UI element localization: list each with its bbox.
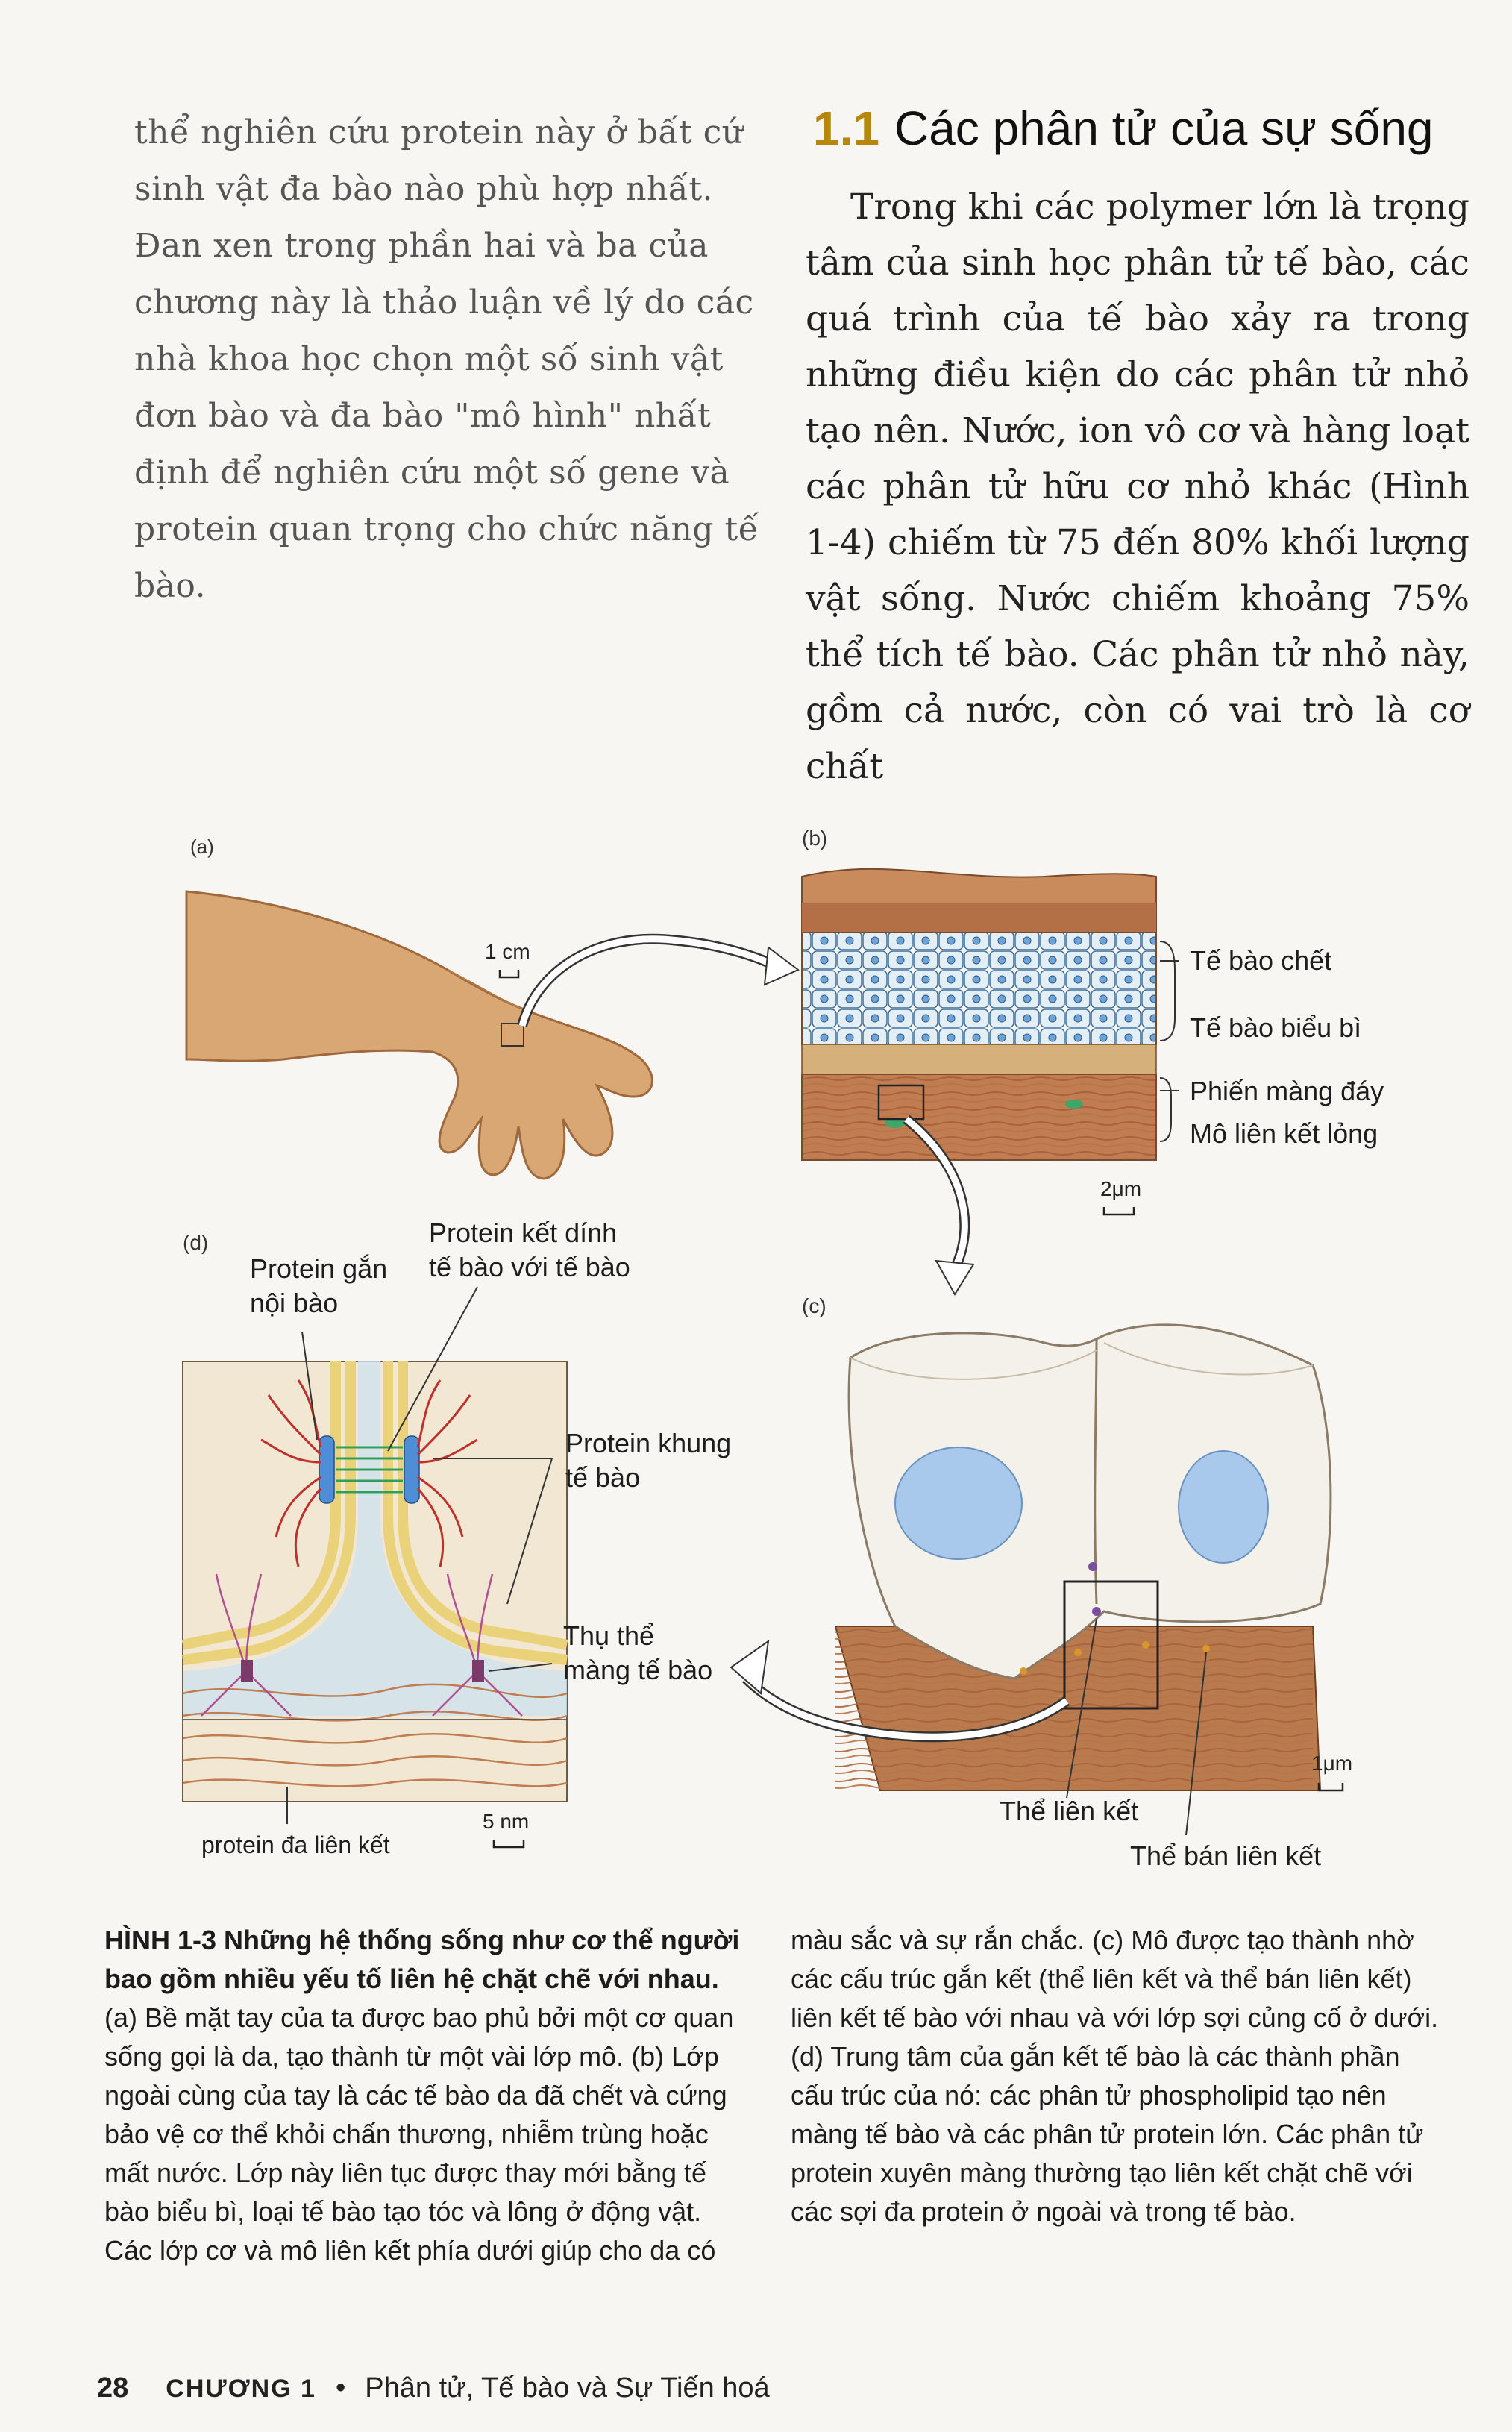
left-text-column: thể nghiên cứu protein này ở bất cứ sinh… xyxy=(134,104,761,615)
panel-label-c: (c) xyxy=(802,1294,826,1317)
caption-line: bảo vệ cơ thể khỏi chấn thương, nhiễm tr… xyxy=(104,2119,709,2149)
page-footer: 28 CHƯƠNG 1 • Phân tử, Tế bào và Sự Tiến ho… xyxy=(97,2372,770,2404)
caption-line: (d) Trung tâm của gắn kết tế bào là các … xyxy=(791,2041,1400,2072)
caption-line: protein xuyên màng thường tạo liên kết c… xyxy=(791,2157,1413,2188)
text-line: thể nghiên cứu protein này ở bất cứ xyxy=(134,113,744,151)
section-title: Các phân tử của sự sống xyxy=(894,101,1434,155)
caption-line: các sợi đa protein ở ngoài và trong tế b… xyxy=(791,2196,1296,2227)
label-basal-lamina: Phiến màng đáy xyxy=(1190,1076,1384,1106)
label-intracellular-attachment: Protein gắn nội bào xyxy=(250,1253,388,1318)
caption-line: ngoài cùng của tay là các tế bào da đã c… xyxy=(104,2080,727,2110)
cell-junction-illustration xyxy=(834,1323,1332,1836)
label-cytoskeleton-protein: Protein khung tế bào xyxy=(565,1428,732,1493)
section-number: 1.1 xyxy=(813,101,879,155)
text-line: định để nghiên cứu một số gene và xyxy=(134,454,730,492)
caption-line: màu sắc và sự rắn chắc. (c) Mô được tạo … xyxy=(791,1925,1414,1955)
panel-label-a: (a) xyxy=(190,836,214,858)
text-line: chương này là thảo luận về lý do các xyxy=(134,283,754,322)
panel-label-b: (b) xyxy=(802,827,828,850)
section-heading: 1.1 Các phân tử của sự sống xyxy=(813,101,1434,156)
panel-label-d: (d) xyxy=(183,1231,209,1254)
caption-title: HÌNH 1-3 Những hệ thống sống như cơ thể … xyxy=(104,1925,740,1955)
caption-line: Các lớp cơ và mô liên kết phía dưới giúp… xyxy=(104,2235,716,2266)
text-line: sinh vật đa bào nào phù hợp nhất. xyxy=(134,170,713,208)
caption-line: cấu trúc của nó: các phân tử phospholipi… xyxy=(791,2080,1387,2110)
text-line: bào. xyxy=(134,567,207,605)
scale-label-a: 1 cm xyxy=(485,940,530,963)
text-line: protein quan trọng cho chức năng tế xyxy=(134,510,759,548)
caption-line: mất nước. Lớp này liên tục được thay mới… xyxy=(104,2157,706,2188)
label-junction: Thể liên kết xyxy=(1000,1796,1139,1826)
caption-line: màng tế bào và các phân tử protein lớn. … xyxy=(791,2119,1424,2149)
caption-line: sống gọi là da, tạo thành từ một vài lớp… xyxy=(104,2041,719,2072)
skin-block-illustration xyxy=(801,868,1157,1161)
caption-line: (a) Bề mặt tay của ta được bao phủ bởi m… xyxy=(104,2002,734,2033)
label-multi-adhesive-protein: protein đa liên kết xyxy=(201,1831,390,1858)
label-hemidesmosome: Thể bán liên kết xyxy=(1130,1840,1322,1871)
scale-label-b: 2μm xyxy=(1100,1177,1142,1200)
chapter-label: CHƯƠNG 1 xyxy=(166,2375,316,2403)
caption-line: liên kết tế bào với nhau và với lớp sợi … xyxy=(791,2002,1439,2033)
label-loose-connective: Mô liên kết lỏng xyxy=(1190,1118,1378,1149)
section-paragraph: Trong khi các polymer lớn là trọng tâm c… xyxy=(806,187,1469,787)
label-dead-cells: Tế bào chết xyxy=(1190,945,1332,976)
scale-label-d: 5 nm xyxy=(483,1810,530,1833)
text-line: Đan xen trong phần hai và ba của xyxy=(134,227,709,265)
caption-line: các cấu trúc gắn kết (thể liên kết và th… xyxy=(791,1964,1412,1994)
label-cell-adhesion-protein: Protein kết dính tế bào với tế bào xyxy=(429,1217,630,1282)
chapter-title: Phân tử, Tế bào và Sự Tiến hoá xyxy=(365,2372,770,2404)
arm-illustration xyxy=(185,890,653,1180)
text-line: đơn bào và đa bào "mô hình" nhất xyxy=(134,397,712,435)
label-membrane-receptor: Thụ thể màng tế bào xyxy=(563,1620,713,1685)
label-epidermal-cells: Tế bào biểu bì xyxy=(1190,1012,1362,1043)
scale-label-c: 1μm xyxy=(1311,1752,1353,1775)
text-line: nhà khoa học chọn một số sinh vật xyxy=(134,340,724,378)
figure-caption-right: màu sắc và sự rắn chắc. (c) Mô được tạo … xyxy=(791,1921,1462,2231)
page-number: 28 xyxy=(97,2372,129,2404)
footer-separator: • xyxy=(335,2372,346,2404)
caption-line: bào biểu bì, loại tế bào tạo tóc và lông… xyxy=(104,2196,702,2227)
figure-caption-left: HÌNH 1-3 Những hệ thống sống như cơ thể … xyxy=(104,1921,761,2270)
right-text-column: Trong khi các polymer lớn là trọng tâm c… xyxy=(806,179,1469,795)
molecular-detail-illustration xyxy=(181,1361,568,1802)
